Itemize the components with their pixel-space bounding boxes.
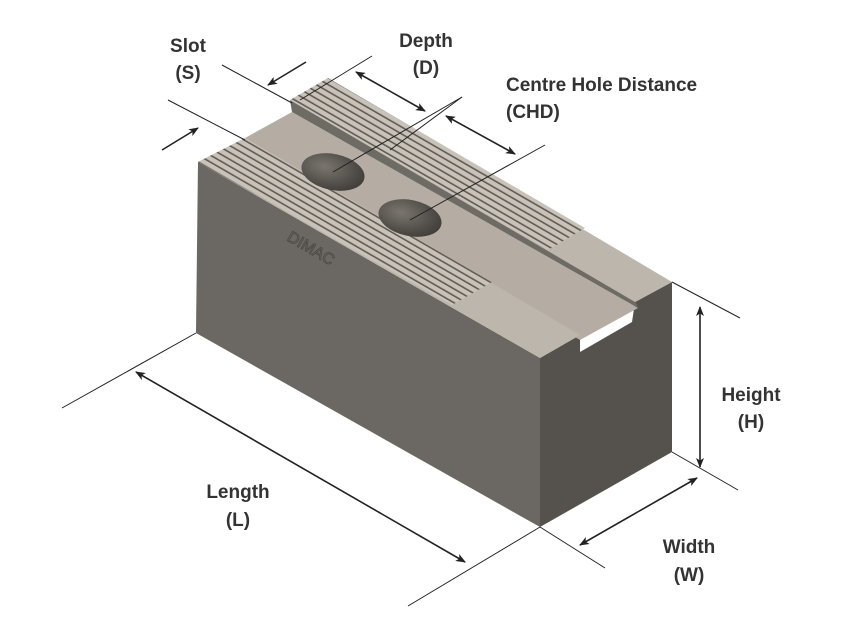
slot-abbr: (S) — [175, 63, 200, 84]
chd-label: Centre Hole Distance — [506, 75, 697, 96]
depth-label: Depth — [399, 31, 453, 52]
width-abbr: (W) — [674, 565, 705, 586]
depth-abbr: (D) — [413, 58, 439, 79]
slot-label: Slot — [170, 36, 207, 57]
chd-arrow — [445, 115, 516, 155]
length-abbr: (L) — [226, 510, 250, 531]
slot-arrow-bottom — [161, 127, 199, 151]
depth-arrow — [355, 71, 426, 112]
chd-abbr: (CHD) — [506, 102, 560, 123]
jaw-block: DIMAC — [196, 78, 672, 527]
height-abbr: (H) — [738, 412, 764, 433]
height-label: Height — [721, 385, 781, 406]
slot-wall — [290, 100, 638, 308]
width-arrow — [579, 477, 698, 546]
length-arrow — [135, 371, 466, 563]
front-rail-serrations — [198, 138, 492, 305]
end-face — [540, 282, 672, 527]
slot-arrow-top — [267, 61, 307, 86]
width-label: Width — [663, 537, 716, 558]
centre-hole-2 — [378, 199, 442, 237]
dimension-labels: Slot (S) Depth (D) Centre Hole Distance … — [170, 31, 781, 586]
back-rail-serrations — [290, 78, 585, 250]
dimension-lines — [61, 55, 741, 607]
length-label: Length — [206, 482, 269, 503]
